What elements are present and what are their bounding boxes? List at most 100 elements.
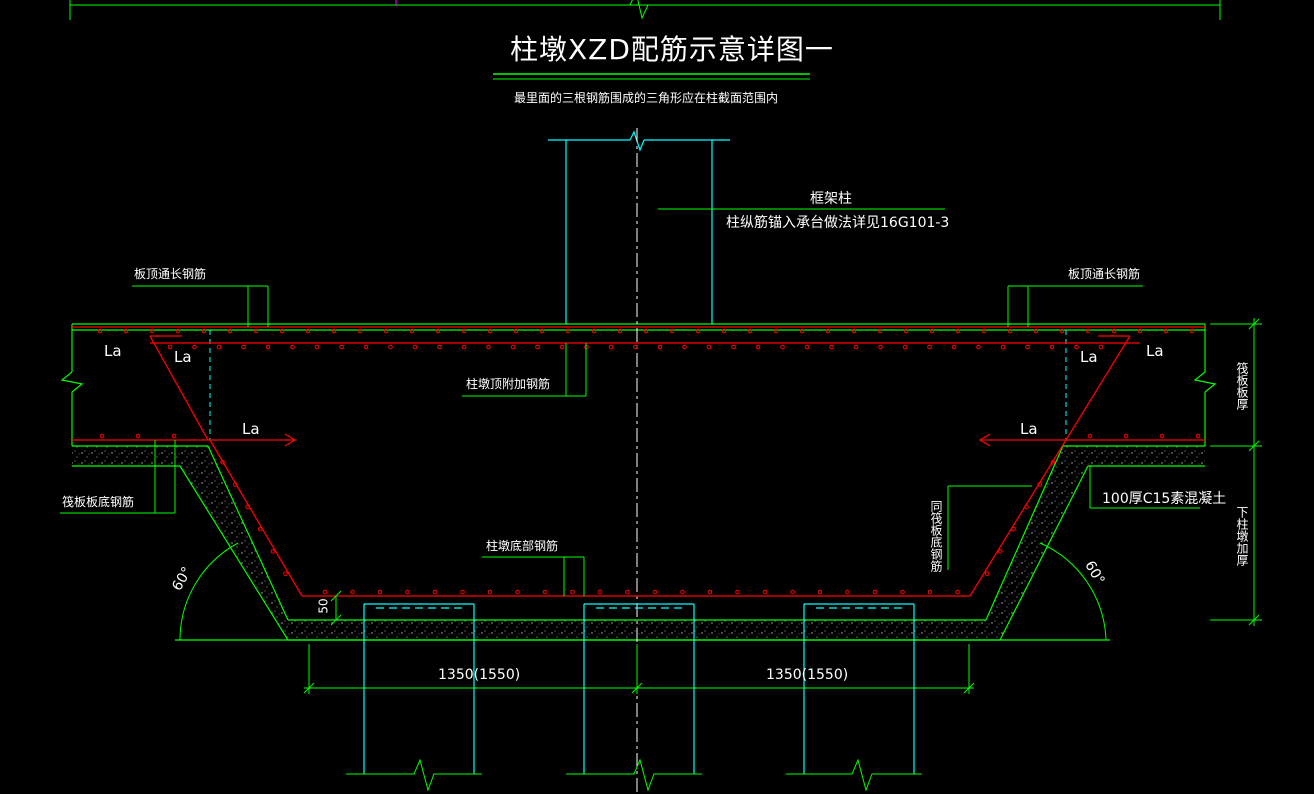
rebar-section-dot xyxy=(322,589,328,595)
rebar-section-dot xyxy=(735,589,740,595)
rebar-section-dot xyxy=(1037,482,1043,487)
rebar-section-dot xyxy=(265,344,271,350)
rebar-section-dot xyxy=(350,589,355,595)
rebar-section-dot xyxy=(559,344,565,350)
rebar-section-dot xyxy=(1024,504,1029,510)
piles xyxy=(363,603,915,774)
rebar xyxy=(72,326,1205,597)
rebar-section-dot xyxy=(597,589,603,595)
rebar-section-dot xyxy=(591,328,597,334)
rebar-section-dot xyxy=(1050,459,1056,465)
rebar-section-dot xyxy=(241,344,246,350)
rebar-section-dot xyxy=(539,328,545,334)
rebar-section-dot xyxy=(877,328,883,334)
rebar-section-dot xyxy=(486,344,491,350)
rebar-section-dot xyxy=(437,344,442,350)
subtitle: 最里面的三根钢筋围成的三角形应在柱截面范围内 xyxy=(514,91,779,105)
rebar-section-dot xyxy=(625,589,630,595)
rebar-section-dot xyxy=(731,344,736,350)
rebar-section-dot xyxy=(542,589,548,595)
dim-left: 1350(1550) xyxy=(438,667,521,683)
rebar-section-dot xyxy=(232,482,238,487)
rebar-section-dot xyxy=(1195,433,1201,439)
rebar-section-dot xyxy=(762,589,768,595)
rebar-section-dot xyxy=(149,328,155,334)
rebar-section-dot xyxy=(279,328,285,334)
label-raft-bottom: 筏板板底钢筋 xyxy=(62,495,135,509)
rebar-section-dot xyxy=(270,549,276,554)
rebar-section-dot xyxy=(1000,344,1006,350)
rebar-section-dot xyxy=(245,504,251,510)
leader-lines xyxy=(60,208,1262,694)
rebar-section-dot xyxy=(902,344,908,350)
rebar-section-dot xyxy=(1049,344,1055,350)
rebar-section-dot xyxy=(253,328,259,334)
rebar-section-dot xyxy=(617,328,623,334)
label-slab-top-left: 板顶通长钢筋 xyxy=(134,267,207,281)
label-cover-50: 50 xyxy=(316,598,331,614)
rebar-section-dot xyxy=(227,328,233,334)
rebar-section-dot xyxy=(790,589,795,595)
rebar-section-dot xyxy=(377,589,383,595)
rebar-section-dot xyxy=(257,526,263,532)
rebar-section-dot xyxy=(817,589,823,595)
rebar-section-dot xyxy=(432,589,438,595)
rebar-section-dot xyxy=(845,589,850,595)
rebar-section-dot xyxy=(984,571,990,577)
rebar-section-dot xyxy=(290,344,295,350)
rebar-section-dot xyxy=(927,589,933,595)
label-concrete-c15: 100厚C15素混凝土 xyxy=(1102,491,1227,507)
rebar-section-dot xyxy=(220,459,225,465)
rebar-section-dot xyxy=(515,589,520,595)
rebar-section-dot xyxy=(363,344,369,350)
rebar-section-dot xyxy=(405,589,410,595)
rebar-section-dot xyxy=(357,328,363,334)
label-la-3: La xyxy=(242,420,260,438)
frame-column xyxy=(548,130,730,324)
rebar-section-dot xyxy=(927,344,932,350)
rebar-section-dot xyxy=(1033,328,1039,334)
rebar-section-dot xyxy=(192,344,197,350)
rebar-section-dot xyxy=(1007,328,1013,334)
rebar-section-dot xyxy=(412,344,418,350)
rebar-section-dot xyxy=(123,328,129,334)
rebar-section-dot xyxy=(1189,328,1195,334)
rebar-section-dot xyxy=(955,328,961,334)
rebar-section-dot xyxy=(825,328,831,334)
label-pier-bottom: 柱墩底部钢筋 xyxy=(486,539,559,553)
pier-concrete-fill xyxy=(72,446,1205,640)
rebar-section-dot xyxy=(435,328,441,334)
rebar-section-dot xyxy=(1111,328,1117,334)
rebar-section-dot xyxy=(383,328,389,334)
rebar-section-dot xyxy=(608,344,614,350)
rebar-section-dot xyxy=(851,328,857,334)
rebar-section-dot xyxy=(981,328,987,334)
dim-right: 1350(1550) xyxy=(766,667,849,683)
rebar-section-dot xyxy=(976,344,981,350)
rebar-section-dot xyxy=(135,433,141,439)
rebar-section-dot xyxy=(201,328,207,334)
rebar-section-dot xyxy=(1074,344,1079,350)
rebar-section-dot xyxy=(721,328,727,334)
rebar-section-dot xyxy=(513,328,519,334)
label-lower-pier-height: 下柱墩加厚 xyxy=(1235,506,1249,566)
rebar-section-dot xyxy=(853,344,859,350)
label-slab-top-right: 板顶通长钢筋 xyxy=(1068,267,1141,281)
rebar-section-dot xyxy=(680,589,685,595)
rebar-section-dot xyxy=(1163,328,1169,334)
top-border xyxy=(69,0,1221,20)
rebar-section-dot xyxy=(872,589,878,595)
rebar-section-dot xyxy=(487,589,493,595)
rebar-section-dot xyxy=(1159,433,1165,439)
rebar-section-dot xyxy=(780,344,785,350)
page-title: 柱墩XZD配筋示意详图一 xyxy=(510,33,834,66)
rebar-section-dot xyxy=(305,328,311,334)
rebar-section-dot xyxy=(314,344,320,350)
rebar-section-dot xyxy=(510,344,516,350)
rebar-section-dot xyxy=(1087,433,1093,439)
label-la-2: La xyxy=(174,348,192,366)
rebar-section-dot xyxy=(829,344,834,350)
rebar-section-dot xyxy=(487,328,493,334)
rebar-section-dot xyxy=(657,344,663,350)
rebar-section-dot xyxy=(643,328,649,334)
